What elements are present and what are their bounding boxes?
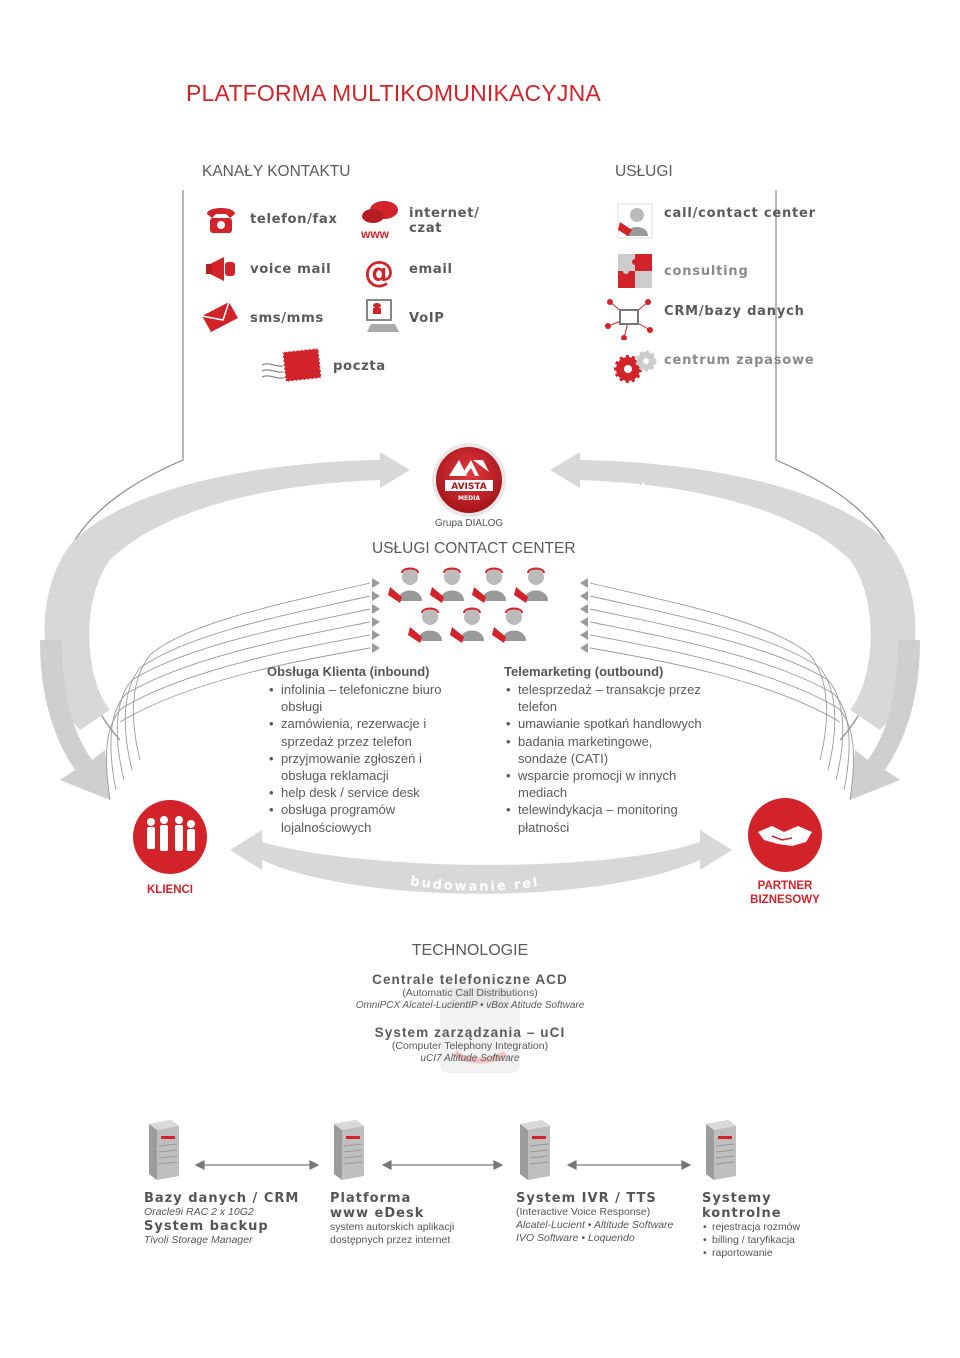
server-icon (149, 1120, 179, 1180)
envelope-icon (199, 298, 241, 336)
list-item: zamówienia, rezerwacje i sprzedaż przez … (269, 715, 467, 749)
contact-center-heading: USŁUGI CONTACT CENTER (372, 540, 576, 557)
system-detail: Oracle9i RAC 2 x 10G2 (144, 1206, 254, 1218)
system-detail: IVO Software • Loquendo (516, 1232, 635, 1244)
channel-label: poczta (333, 359, 386, 374)
avista-media-logo: AVISTA MEDIA (431, 442, 507, 518)
uci-subtitle: (Computer Telephony Integration) (391, 1039, 549, 1052)
list-item: wsparcie promocji w innych mediach (506, 767, 704, 801)
svg-text:www: www (360, 227, 390, 241)
clients-icon (133, 800, 207, 874)
system-title: Systemy kontrolne (702, 1191, 782, 1221)
arc-labels: komunikacja korzystna współpraca budowan… (0, 0, 960, 960)
service-label: centrum zapasowe (664, 353, 815, 368)
system-edesk: Platforma www eDesk system autorskich ap… (330, 1191, 505, 1247)
service-label: call/contact center (664, 206, 816, 221)
technology-section: TECHNOLOGIE Centrale telefoniczne ACD (A… (270, 942, 670, 1065)
network-icon (604, 296, 654, 340)
list-item: telewindykacja – monitoring płatności (506, 801, 704, 835)
svg-text:@: @ (364, 255, 394, 290)
handshake-icon (748, 798, 822, 872)
channel-label: sms/mms (250, 311, 324, 326)
list-item: help desk / service desk (269, 784, 467, 801)
system-detail: system autorskich aplikacji dostępnych p… (330, 1221, 455, 1246)
telephone-icon (202, 200, 240, 238)
server-icon (520, 1120, 550, 1180)
clients-label: KLIENCI (147, 884, 193, 896)
list-item: badania marketingowe, sondaże (CATI) (506, 733, 704, 767)
system-title: System IVR / TTS (516, 1191, 657, 1206)
fan-lines-right (589, 582, 855, 801)
system-title: www eDesk (330, 1206, 425, 1221)
gears-icon (614, 347, 658, 387)
server-icon (706, 1120, 736, 1180)
uci-products: uCI7 Altitude Software (420, 1052, 520, 1064)
system-ivr: System IVR / TTS (Interactive Voice Resp… (516, 1191, 696, 1245)
list-item: raportowanie (703, 1247, 852, 1260)
arc-komunikacja (44, 452, 411, 730)
list-item: przyjmowanie zgłoszeń i obsługa reklamac… (269, 750, 467, 784)
uci-title: System zarządzania – uCI (374, 1024, 566, 1040)
system-databases: Bazy danych / CRM Oracle9i RAC 2 x 10G2 … (144, 1191, 319, 1247)
at-sign-icon: @ (361, 252, 399, 290)
puzzle-icon (614, 250, 656, 292)
svg-text:AVISTA: AVISTA (451, 482, 487, 492)
tech-watermark (440, 978, 520, 1073)
list-item: billing / taryfikacja (703, 1234, 852, 1247)
chat-www-icon: www (358, 198, 402, 242)
arc-korzystna (550, 452, 916, 730)
system-title: Platforma (330, 1191, 412, 1206)
outbound-column: Telemarketing (outbound) telesprzedaż – … (504, 664, 704, 836)
arrow-down-left (40, 640, 110, 800)
system-control: Systemy kontrolne rejestracja rozmów bil… (702, 1191, 852, 1260)
list-item: rejestracja rozmów (703, 1221, 852, 1234)
inbound-column: Obsługa Klienta (inbound) infolinia – te… (267, 664, 467, 836)
computer-phone-icon (361, 296, 401, 336)
server-links (194, 1160, 692, 1170)
system-detail: Tivoli Storage Manager (144, 1234, 253, 1246)
system-detail: (Interactive Voice Response) (516, 1206, 651, 1218)
outbound-heading: Telemarketing (outbound) (504, 664, 664, 679)
list-item: telesprzedaż – transakcje przez telefon (506, 681, 704, 715)
list-item: infolinia – telefoniczne biuro obsługi (269, 681, 467, 715)
agent-icon (614, 200, 656, 242)
server-icon (334, 1120, 364, 1180)
megaphone-icon (202, 250, 240, 288)
system-title: Bazy danych / CRM (144, 1191, 300, 1206)
fan-arrowheads (372, 578, 588, 653)
service-label: consulting (664, 264, 749, 279)
channel-label: VoIP (409, 311, 445, 326)
agents-group (388, 567, 548, 643)
system-title: System backup (144, 1219, 269, 1234)
channel-label: internet/ czat (409, 206, 480, 236)
list-item: obsługa programów lojalnościowych (269, 801, 467, 835)
agent-figure (388, 567, 548, 643)
acd-subtitle: (Automatic Call Distributions) (402, 987, 538, 999)
svg-text:MEDIA: MEDIA (458, 495, 480, 502)
postage-stamp-icon (260, 345, 324, 385)
arrow-down-right (850, 640, 920, 800)
list-item: umawianie spotkań handlowych (506, 715, 704, 732)
arc-label-komunikacja: komunikacja (159, 492, 271, 548)
services-heading: USŁUGI (615, 163, 673, 180)
channel-label: telefon/fax (250, 212, 338, 227)
technology-heading: TECHNOLOGIE (411, 942, 529, 959)
group-name: Grupa DIALOG (434, 518, 504, 529)
arc-budowanie (230, 830, 732, 894)
acd-products: OmniPCX Alcatel-LucientIP • vBox Atitude… (355, 1000, 585, 1011)
service-label: CRM/bazy danych (664, 304, 805, 319)
channels-heading: KANAŁY KONTAKTU (202, 163, 351, 180)
acd-title: Centrale telefoniczne ACD (372, 972, 568, 987)
system-detail: Alcatel-Lucient • Altitude Software (516, 1219, 674, 1231)
fan-lines-left (105, 582, 371, 801)
channel-label: voice mail (250, 262, 332, 277)
channel-label: email (409, 262, 453, 277)
inbound-heading: Obsługa Klienta (inbound) (267, 664, 430, 679)
page-title: PLATFORMA MULTIKOMUNIKACYJNA (186, 80, 601, 106)
